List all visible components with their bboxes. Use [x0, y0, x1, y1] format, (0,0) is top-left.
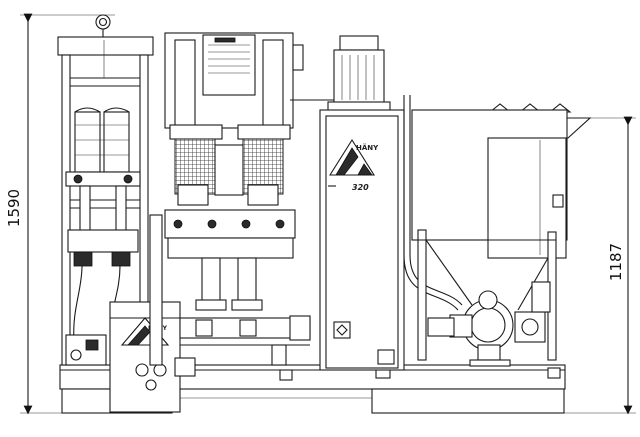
- base-frame: [59, 364, 566, 414]
- dimension-overall-height: 1590: [5, 13, 115, 415]
- pump-unit: [149, 32, 311, 366]
- motor-icon: [290, 35, 391, 113]
- dimension-hopper-height: 1187: [560, 116, 636, 415]
- dimension-label-overall: 1590: [5, 189, 23, 227]
- cabinet-brand: HÄNY: [356, 143, 379, 152]
- filter-assembly: [65, 107, 141, 341]
- cabinet-model: 320: [352, 183, 369, 192]
- pump-icon: [427, 281, 551, 367]
- hydraulic-cabinet: HÄNY 320: [319, 109, 405, 371]
- lifting-eye-icon: [95, 14, 111, 40]
- dimension-label-hopper: 1187: [607, 243, 625, 281]
- lower-piping: [65, 334, 107, 366]
